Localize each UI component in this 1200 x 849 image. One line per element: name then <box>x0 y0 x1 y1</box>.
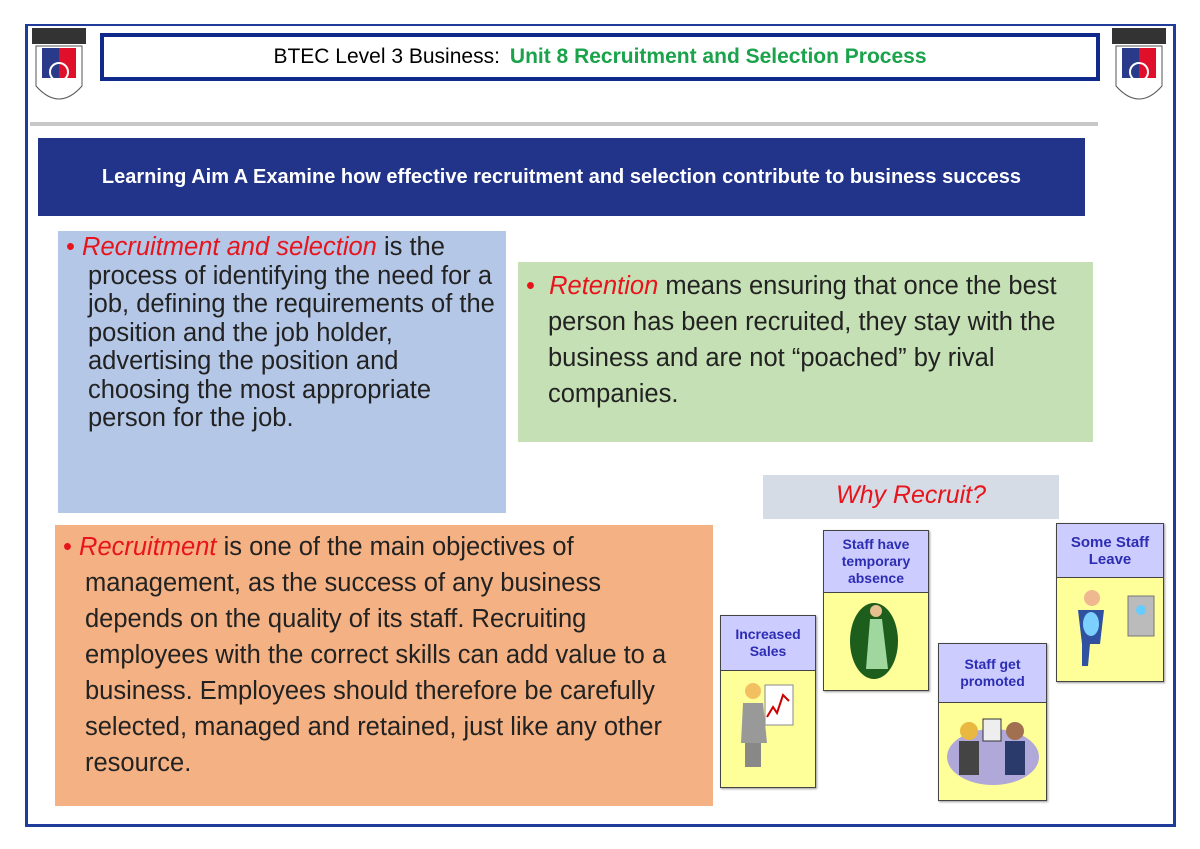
recruitment-importance: • Recruitment is one of the main objecti… <box>55 525 713 806</box>
handshake-certificate-icon <box>946 718 1039 785</box>
learning-aim-banner: Learning Aim A Examine how effective rec… <box>38 138 1085 216</box>
unit-title: Unit 8 Recruitment and Selection Process <box>509 45 927 68</box>
definition: is the process of identifying the need f… <box>88 233 495 432</box>
bullet: • <box>63 533 72 561</box>
man-leaving-clock-icon <box>1078 590 1155 666</box>
term: Retention <box>549 272 659 300</box>
card-label: Staff get promoted <box>939 644 1046 703</box>
course-label: BTEC Level 3 Business: <box>273 45 500 68</box>
pregnant-woman-icon <box>850 603 898 679</box>
card-staff-leave: Some Staff Leave <box>1056 523 1164 682</box>
recruitment-selection-definition: • Recruitment and selection is the proce… <box>58 231 506 513</box>
school-logo-right <box>1108 28 1170 112</box>
card-label: Some Staff Leave <box>1057 524 1163 578</box>
card-temporary-absence: Staff have temporary absence <box>823 530 929 691</box>
card-staff-promoted: Staff get promoted <box>938 643 1047 801</box>
definition: is one of the main objectives of managem… <box>85 533 667 777</box>
divider <box>30 122 1098 126</box>
card-increased-sales: Increased Sales <box>720 615 816 788</box>
card-label: Increased Sales <box>721 616 815 671</box>
presenter-chart-icon <box>741 683 794 767</box>
slide-header: BTEC Level 3 Business: Unit 8 Recruitmen… <box>100 33 1100 81</box>
bullet: • <box>526 272 535 300</box>
term: Recruitment <box>79 533 217 561</box>
slide-frame <box>25 24 1176 827</box>
card-label: Staff have temporary absence <box>824 531 928 593</box>
bullet: • <box>66 233 75 261</box>
term: Recruitment and selection <box>82 233 377 261</box>
why-recruit-heading: Why Recruit? <box>763 475 1059 519</box>
retention-definition: • Retention means ensuring that once the… <box>518 262 1093 442</box>
definition: means ensuring that once the best person… <box>548 272 1057 408</box>
school-logo-left <box>28 28 90 112</box>
